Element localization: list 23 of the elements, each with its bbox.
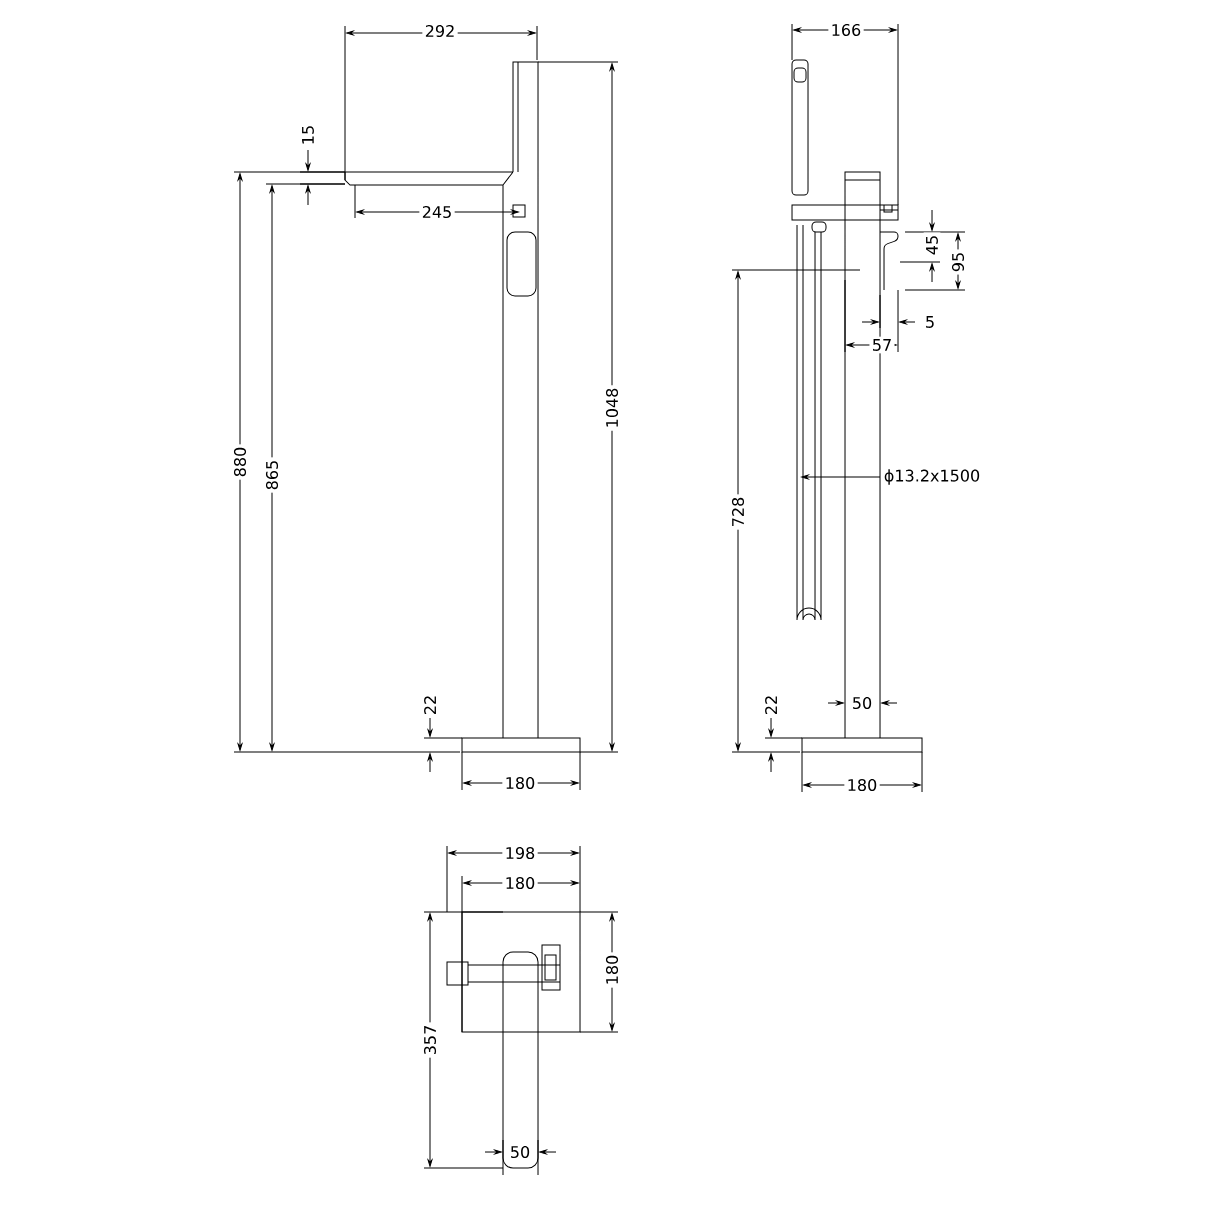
dimension-label: 180 [603,952,621,988]
dimension-label: ϕ13.2x1500 [881,466,983,488]
dimension-label: 166 [828,21,864,39]
dimension-label: 5 [922,313,938,331]
dimension-label: 15 [299,122,317,148]
dimension-label: 95 [949,249,967,275]
dimension-label: 357 [421,1022,439,1058]
dimension-label: 50 [849,694,875,712]
dimension-label: 198 [502,844,538,862]
dimension-label: 728 [729,494,747,530]
dimension-label: 880 [231,444,249,480]
dimension-label: 292 [422,22,458,40]
dimension-label: 22 [421,692,439,718]
dimension-label: 180 [502,774,538,792]
dimension-label: 865 [263,457,281,493]
dimension-label: 22 [762,692,780,718]
dimension-label: 245 [419,203,455,221]
dimension-label: 45 [923,232,941,258]
dimension-label: 180 [502,874,538,892]
dimension-label: 50 [507,1143,533,1161]
dimension-label: 180 [844,776,880,794]
dimension-label: 57 [869,336,895,354]
dimension-label: 1048 [603,385,621,431]
